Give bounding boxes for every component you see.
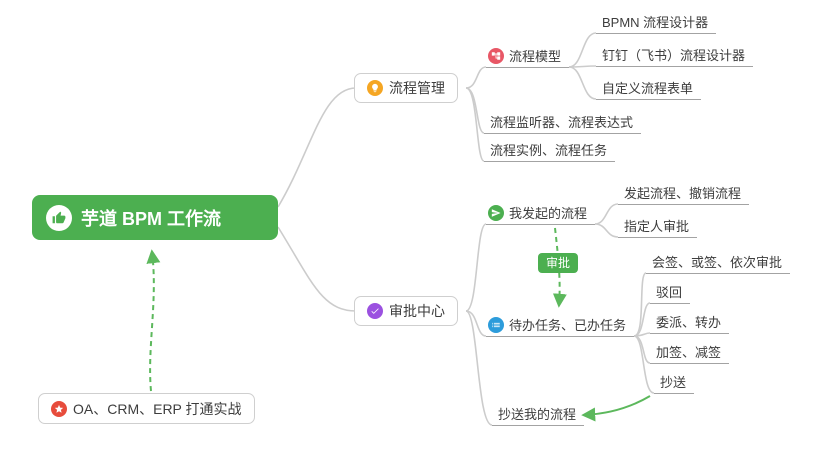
topic-delegate-transfer[interactable]: 委派、转办 bbox=[650, 311, 730, 334]
topic-label: 钉钉（飞书）流程设计器 bbox=[602, 48, 746, 63]
topic-label: 会签、或签、依次审批 bbox=[652, 255, 783, 270]
connector-model-bpmn bbox=[568, 32, 597, 68]
topic-label: 抄送 bbox=[660, 375, 687, 390]
topic-countersign[interactable]: 会签、或签、依次审批 bbox=[646, 251, 791, 274]
root-topic[interactable]: 芋道 BPM 工作流 bbox=[32, 195, 278, 240]
topic-label: 发起流程、撤销流程 bbox=[624, 186, 742, 201]
topic-add-reduce-sign[interactable]: 加签、减签 bbox=[650, 341, 730, 364]
arrow-oa-to-root bbox=[146, 249, 161, 392]
root-topic-label: 芋道 BPM 工作流 bbox=[81, 208, 222, 229]
connector-processmgmt-instance bbox=[465, 87, 485, 162]
connector-todo-reject bbox=[633, 302, 651, 337]
topic-label: 流程模型 bbox=[509, 49, 562, 64]
topic-label: 加签、减签 bbox=[656, 345, 722, 360]
relationship-label-approval[interactable]: 审批 bbox=[538, 253, 579, 273]
connector-todo-cc bbox=[633, 335, 655, 394]
model-icon bbox=[488, 47, 504, 64]
connector-approval-myinitiated bbox=[465, 223, 487, 312]
arrow-cc-to-ccmyprocess bbox=[581, 395, 651, 422]
topic-reject[interactable]: 驳回 bbox=[650, 281, 691, 304]
topic-initiate-cancel[interactable]: 发起流程、撤销流程 bbox=[618, 182, 750, 205]
topic-assigned-approval[interactable]: 指定人审批 bbox=[618, 215, 698, 238]
topic-label: 委派、转办 bbox=[656, 315, 722, 330]
topic-custom-form[interactable]: 自定义流程表单 bbox=[596, 77, 702, 100]
connector-myinitiated-assigned bbox=[594, 223, 619, 238]
connector-root-approvalcenter bbox=[277, 226, 357, 312]
connector-todo-countersign bbox=[633, 272, 647, 337]
thumbs-up-icon bbox=[46, 204, 72, 231]
topic-process-management[interactable]: 流程管理 bbox=[354, 73, 458, 103]
topic-label: 审批中心 bbox=[389, 303, 445, 319]
bulb-icon bbox=[367, 80, 383, 96]
topic-my-initiated[interactable]: 我发起的流程 bbox=[486, 202, 596, 225]
topic-label: 自定义流程表单 bbox=[602, 81, 694, 96]
connector-approval-ccmyprocess bbox=[465, 310, 493, 426]
connector-model-customform bbox=[568, 66, 597, 100]
topic-label: OA、CRM、ERP 打通实战 bbox=[73, 400, 242, 417]
topic-label: 流程管理 bbox=[389, 80, 445, 96]
topic-approval-center[interactable]: 审批中心 bbox=[354, 296, 458, 326]
topic-instance-task[interactable]: 流程实例、流程任务 bbox=[484, 139, 616, 162]
topic-todo-done[interactable]: 待办任务、已办任务 bbox=[486, 314, 635, 337]
connector-root-processmgmt bbox=[277, 87, 357, 208]
topic-process-model[interactable]: 流程模型 bbox=[486, 45, 570, 68]
topic-label: 驳回 bbox=[656, 285, 683, 300]
topic-label: 流程监听器、流程表达式 bbox=[490, 115, 634, 130]
topic-label: 抄送我的流程 bbox=[498, 407, 577, 422]
topic-label: 流程实例、流程任务 bbox=[490, 143, 608, 158]
topic-label: 待办任务、已办任务 bbox=[509, 318, 627, 333]
tasks-icon bbox=[488, 316, 504, 333]
topic-bpmn-designer[interactable]: BPMN 流程设计器 bbox=[596, 11, 717, 34]
topic-oa-practice[interactable]: OA、CRM、ERP 打通实战 bbox=[38, 393, 255, 424]
connector-processmgmt-model bbox=[465, 66, 487, 89]
topic-label: BPMN 流程设计器 bbox=[602, 15, 709, 30]
connector-group bbox=[277, 32, 655, 426]
send-icon bbox=[488, 204, 504, 221]
topic-dingtalk-designer[interactable]: 钉钉（飞书）流程设计器 bbox=[596, 44, 754, 67]
connector-myinitiated-initiatecancel bbox=[594, 203, 619, 225]
topic-label: 我发起的流程 bbox=[509, 206, 588, 221]
approval-check-icon bbox=[367, 303, 383, 319]
star-icon bbox=[51, 400, 67, 417]
connector-approval-tododone bbox=[465, 310, 487, 337]
topic-cc-my-process[interactable]: 抄送我的流程 bbox=[492, 403, 585, 426]
topic-label: 指定人审批 bbox=[624, 219, 690, 234]
topic-cc[interactable]: 抄送 bbox=[654, 371, 695, 394]
topic-listener-expression[interactable]: 流程监听器、流程表达式 bbox=[484, 111, 642, 134]
